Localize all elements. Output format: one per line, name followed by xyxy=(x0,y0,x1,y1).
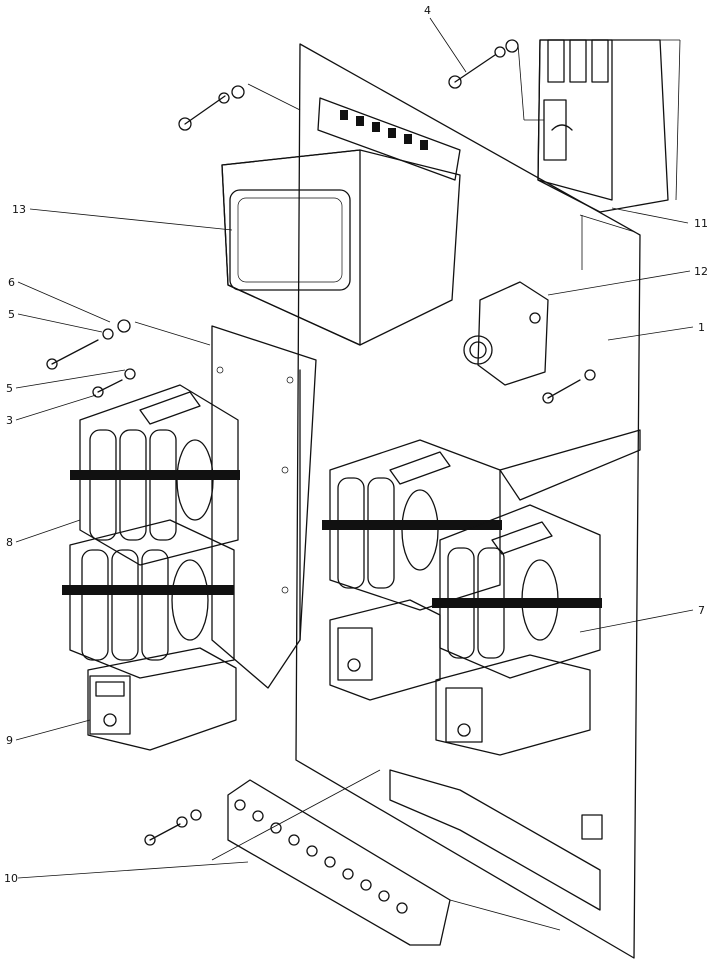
callout-9: 9 xyxy=(6,734,13,747)
transformer xyxy=(221,97,461,346)
thermal-relay-left xyxy=(87,647,237,751)
leader-lines xyxy=(134,39,681,931)
contactor-left-lower xyxy=(62,519,235,679)
terminal-block xyxy=(227,779,451,946)
screw-5-6 xyxy=(46,319,131,370)
screw-3-5 xyxy=(92,368,136,398)
mounting-panel xyxy=(295,43,641,959)
push-button-switch xyxy=(463,281,549,386)
mounting-bracket xyxy=(211,325,317,689)
callout-labels: 4 13 6 5 5 3 8 9 10 11 12 1 7 xyxy=(4,4,708,885)
callout-13: 13 xyxy=(12,203,26,216)
thermal-relay-right-a xyxy=(329,599,441,701)
callout-11: 11 xyxy=(694,217,708,230)
callout-1: 1 xyxy=(698,321,705,334)
callout-7: 7 xyxy=(698,604,705,617)
terminal-block-screws xyxy=(234,799,408,914)
screw-4 xyxy=(448,39,519,89)
callout-6: 6 xyxy=(8,276,15,289)
screw-panel-right xyxy=(542,369,596,404)
mounting-strap xyxy=(499,429,641,501)
circuit-breaker xyxy=(537,39,669,213)
contactor-left-upper xyxy=(70,384,240,566)
screw-top-center xyxy=(178,85,245,131)
thermal-relay-right-b xyxy=(435,654,591,756)
contactor-right-upper xyxy=(322,439,502,611)
callout-leaders xyxy=(15,17,694,879)
callout-10: 10 xyxy=(4,872,18,885)
callout-5-lower: 5 xyxy=(6,382,13,395)
callout-8: 8 xyxy=(6,536,13,549)
lower-bracket xyxy=(389,769,603,911)
callout-12: 12 xyxy=(694,265,708,278)
callout-3: 3 xyxy=(6,414,13,427)
callout-5-upper: 5 xyxy=(8,308,15,321)
callout-4: 4 xyxy=(424,4,431,17)
transformer-terminal-strip xyxy=(340,110,428,150)
screw-terminal-block xyxy=(144,809,202,846)
